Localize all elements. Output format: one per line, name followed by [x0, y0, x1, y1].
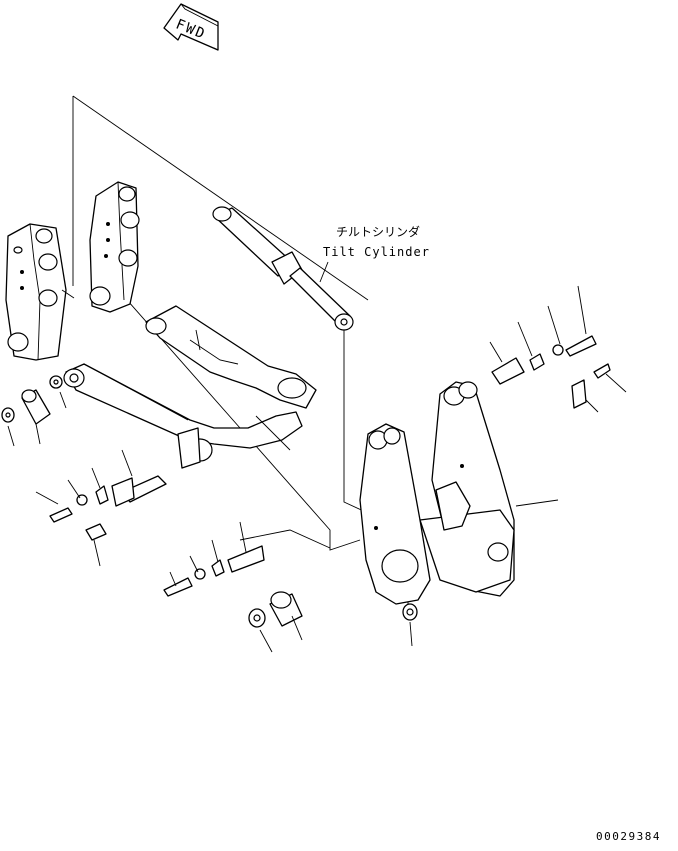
part-leader-ticks	[7, 285, 627, 653]
hardware-center-left	[49, 475, 167, 541]
tilt-cylinder	[212, 206, 354, 331]
left-bracket-plate	[5, 223, 67, 361]
main-support-frame	[359, 381, 515, 605]
tilt-cylinder-label-en: Tilt Cylinder	[323, 245, 430, 259]
tilt-cylinder-callout: チルトシリンダ Tilt Cylinder	[319, 224, 430, 283]
hardware-center	[163, 545, 418, 628]
hardware-right	[491, 335, 611, 409]
tilt-cylinder-label-jp: チルトシリンダ	[336, 224, 420, 239]
drawing-number: 00029384	[596, 830, 661, 843]
lower-link	[63, 363, 303, 469]
center-bracket-plate	[89, 181, 140, 313]
upper-link	[145, 305, 317, 409]
fwd-direction-arrow: FWD	[163, 3, 219, 51]
hardware-left	[1, 375, 63, 425]
